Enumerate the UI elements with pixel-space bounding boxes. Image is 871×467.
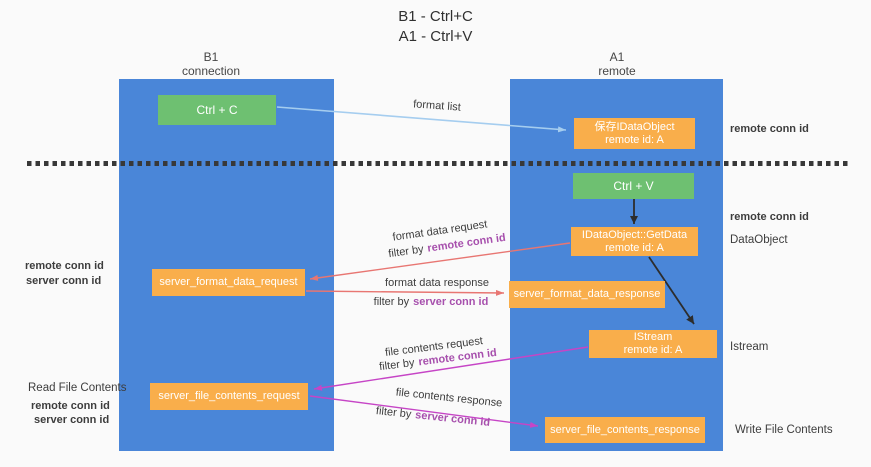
title-line-1: B1 - Ctrl+C [398,8,473,25]
column-header-a1: A1 remote [598,50,635,78]
node-server-format-data-response: server_format_data_response [509,281,665,308]
node-save-idataobject-line2: remote id: A [605,133,664,146]
node-file-request-label: server_file_contents_request [158,390,300,402]
node-ctrl-c-label: Ctrl + C [196,102,238,117]
node-format-request-label: server_format_data_request [159,276,298,288]
right-remote-conn-id-top: remote conn id [730,123,809,135]
left-read-file-contents-label: Read File Contents [28,382,127,394]
node-istream-line1: IStream [633,331,673,343]
label-format-data-response: format data response [385,277,489,289]
node-idataobject-getdata: IDataObject::GetData remote id: A [571,227,698,256]
node-getdata-line2: remote id: A [605,241,664,254]
node-istream: IStream remote id: A [589,330,717,358]
label-file-contents-response: file contents response [395,386,503,410]
node-istream-line2: remote id: A [623,344,683,356]
diagram-title: B1 - Ctrl+C A1 - Ctrl+V [0,7,871,47]
node-getdata-line1: IDataObject::GetData [581,228,688,241]
node-ctrl-v-label: Ctrl + V [613,178,654,193]
column-a1-title: A1 [609,50,625,64]
node-server-file-contents-response: server_file_contents_response [545,417,705,443]
right-dataobject-label: DataObject [730,234,788,246]
clipboard-boundary-dashed-line [27,161,849,166]
node-save-idataobject: 保存IDataObject remote id: A [574,118,695,149]
column-a1-subtitle: remote [598,64,636,78]
right-istream-label: Istream [730,341,769,353]
node-ctrl-v: Ctrl + V [573,173,694,199]
format-data-response-arrow [305,289,505,296]
left-remote-conn-id-top: remote conn id [25,260,104,272]
left-remote-conn-id-bottom: remote conn id [31,400,110,412]
node-format-response-label: server_format_data_response [513,288,661,300]
column-b1-title: B1 [203,50,219,64]
right-write-file-contents-label: Write File Contents [735,424,833,436]
left-server-conn-id-bottom: server conn id [34,414,110,426]
node-save-idataobject-line1: 保存IDataObject [594,120,675,133]
node-server-file-contents-request: server_file_contents_request [150,383,308,410]
node-ctrl-c: Ctrl + C [158,95,276,125]
column-header-b1: B1 connection [182,50,240,78]
column-b1-subtitle: connection [181,64,241,78]
node-file-response-label: server_file_contents_response [550,423,700,436]
node-server-format-data-request: server_format_data_request [152,269,305,296]
right-remote-conn-id-mid: remote conn id [730,211,809,223]
left-server-conn-id-top: server conn id [26,275,102,287]
title-line-2: A1 - Ctrl+V [398,28,473,45]
label-format-list: format list [412,98,462,114]
